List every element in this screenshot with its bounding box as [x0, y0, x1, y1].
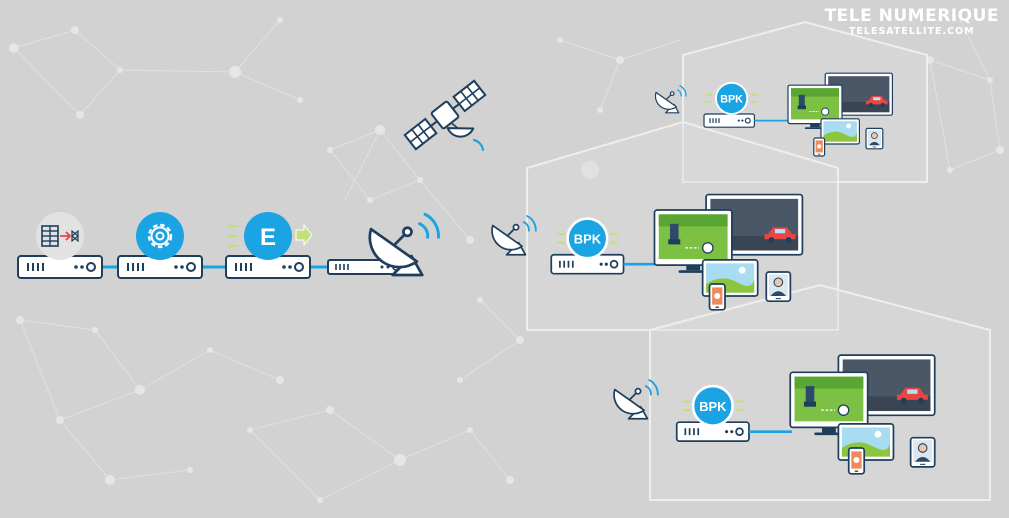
home-top: BPK [654, 72, 894, 157]
home-bottom: BPK [613, 354, 936, 475]
source-unit [17, 212, 103, 279]
uplink-unit [327, 212, 441, 277]
encoder-unit: E [225, 212, 313, 279]
home-middle: BPK [491, 193, 804, 311]
settings-bubble [136, 212, 184, 260]
decoder-label: BPK [699, 399, 727, 414]
gear-icon [147, 223, 173, 249]
brand-logo: TELE NUMERIQUE TELESATELLITE.COM [825, 8, 999, 37]
headend-chain: E [17, 212, 441, 279]
multiplexer-icon [41, 225, 79, 247]
encoder-letter: E [260, 224, 276, 251]
downlink-wave [472, 138, 485, 152]
decoder-label: BPK [720, 94, 743, 106]
logo-main-text: TELE NUMERIQUE [824, 6, 999, 26]
network-nodes [9, 17, 1004, 503]
input-arrows [227, 224, 239, 248]
output-arrow-icon [295, 223, 313, 247]
encoder-bubble [244, 212, 292, 260]
satellite-icon [403, 79, 487, 151]
decoder-label: BPK [574, 232, 602, 247]
processing-unit [117, 212, 203, 279]
logo-sub-text: TELESATELLITE.COM [848, 26, 975, 37]
